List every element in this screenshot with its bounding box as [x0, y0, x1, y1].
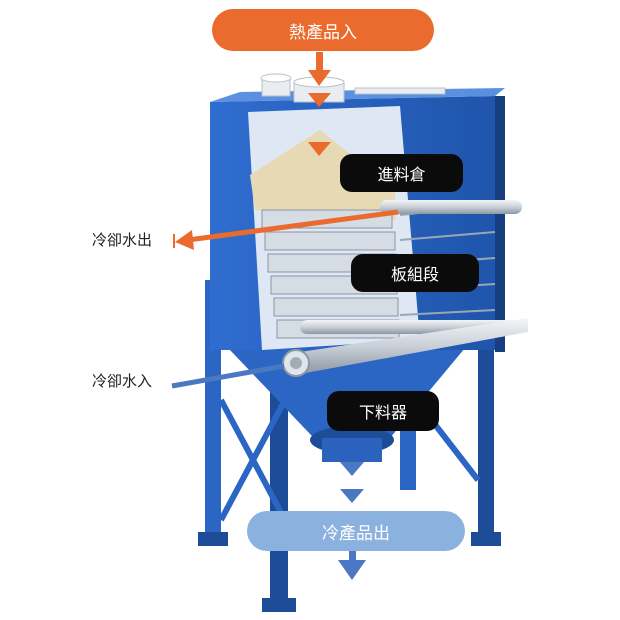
plate-section-label: 板組段 — [351, 254, 479, 292]
hot-flow-arrows — [308, 52, 331, 156]
cold-product-out-label: 冷產品出 — [247, 511, 465, 551]
feed-bin-label: 進料倉 — [340, 154, 463, 192]
cooling-water-in-label: 冷卻水入 — [92, 372, 153, 390]
cooling-water-in-line — [171, 363, 285, 389]
cooling-water-out-label: 冷卻水出 — [92, 231, 153, 249]
cooling-pipes — [282, 200, 528, 377]
arrow-down-icon — [338, 560, 366, 580]
arrow-left-icon — [175, 230, 194, 250]
arrow-down-icon — [340, 489, 364, 503]
arrow-down-icon — [316, 52, 323, 74]
cold-flow-arrows — [338, 462, 366, 580]
cooler-body — [210, 88, 505, 352]
arrow-down-icon — [340, 462, 364, 476]
hot-product-in-label: 熱產品入 — [212, 9, 434, 51]
cooling-water-out-arrow — [173, 209, 399, 250]
inlet-line-icon — [171, 363, 285, 389]
arrow-down-icon — [308, 93, 331, 107]
arrow-down-icon — [308, 142, 331, 156]
arrow-down-icon — [308, 70, 331, 86]
discharge-label: 下料器 — [327, 391, 439, 431]
